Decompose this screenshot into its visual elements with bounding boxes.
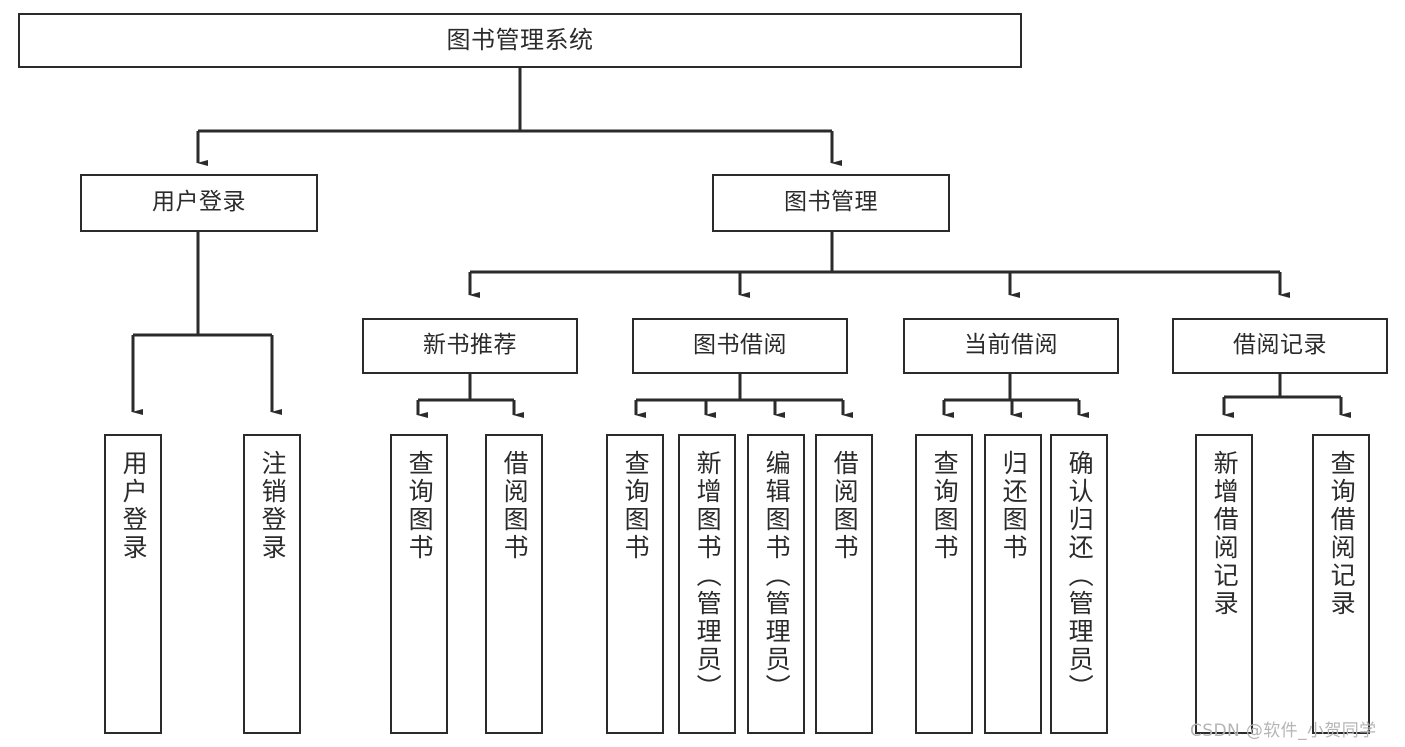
node-user-login[interactable]: 用户登录 [80,174,318,232]
node-leaf-user-login[interactable]: 用户登录 [104,434,162,734]
node-leaf-borrow-book[interactable]: 借阅图书 [815,434,873,734]
node-leaf-add-borrow-record[interactable]: 新增借阅记录 [1195,434,1253,734]
node-label: 图书管理系统 [446,26,594,55]
node-leaf-logout[interactable]: 注销登录 [243,434,301,734]
node-label: 注销登录 [258,450,288,562]
node-leaf-return-book[interactable]: 归还图书 [984,434,1042,734]
node-label: 新增借阅记录 [1210,450,1240,618]
node-label: 查询图书 [621,450,651,562]
csdn-watermark: CSDN @软件_小贺同学 [1190,721,1377,741]
node-leaf-query-book-recommend[interactable]: 查询图书 [390,434,448,734]
node-label: 图书管理 [784,189,878,216]
node-label: 图书借阅 [693,332,787,359]
node-current-borrow[interactable]: 当前借阅 [903,318,1119,374]
node-label: 查询图书 [930,450,960,562]
node-leaf-add-book-admin[interactable]: 新增图书（管理员） [678,434,736,734]
node-root-system[interactable]: 图书管理系统 [18,13,1022,68]
node-label: 当前借阅 [964,332,1058,359]
node-label: 查询借阅记录 [1327,450,1357,618]
node-borrow-record[interactable]: 借阅记录 [1172,318,1388,374]
node-label: 借阅图书 [830,450,860,562]
node-leaf-query-borrow-record[interactable]: 查询借阅记录 [1312,434,1370,734]
node-label: 借阅记录 [1233,332,1327,359]
node-book-management[interactable]: 图书管理 [712,174,950,232]
node-leaf-confirm-return-admin[interactable]: 确认归还（管理员） [1050,434,1108,734]
node-label: 借阅图书 [500,450,530,562]
node-leaf-borrow-book-recommend[interactable]: 借阅图书 [485,434,543,734]
node-leaf-query-book-borrow[interactable]: 查询图书 [606,434,664,734]
node-new-book-recommend[interactable]: 新书推荐 [362,318,578,374]
node-label: 编辑图书（管理员） [762,450,792,702]
node-label: 确认归还（管理员） [1065,450,1095,702]
node-label: 查询图书 [405,450,435,562]
node-label: 新增图书（管理员） [693,450,723,702]
node-label: 归还图书 [999,450,1029,562]
node-label: 用户登录 [119,450,149,562]
node-book-borrow[interactable]: 图书借阅 [632,318,848,374]
node-label: 用户登录 [152,189,246,216]
node-label: 新书推荐 [423,332,517,359]
node-leaf-query-book-current[interactable]: 查询图书 [915,434,973,734]
node-leaf-edit-book-admin[interactable]: 编辑图书（管理员） [747,434,805,734]
